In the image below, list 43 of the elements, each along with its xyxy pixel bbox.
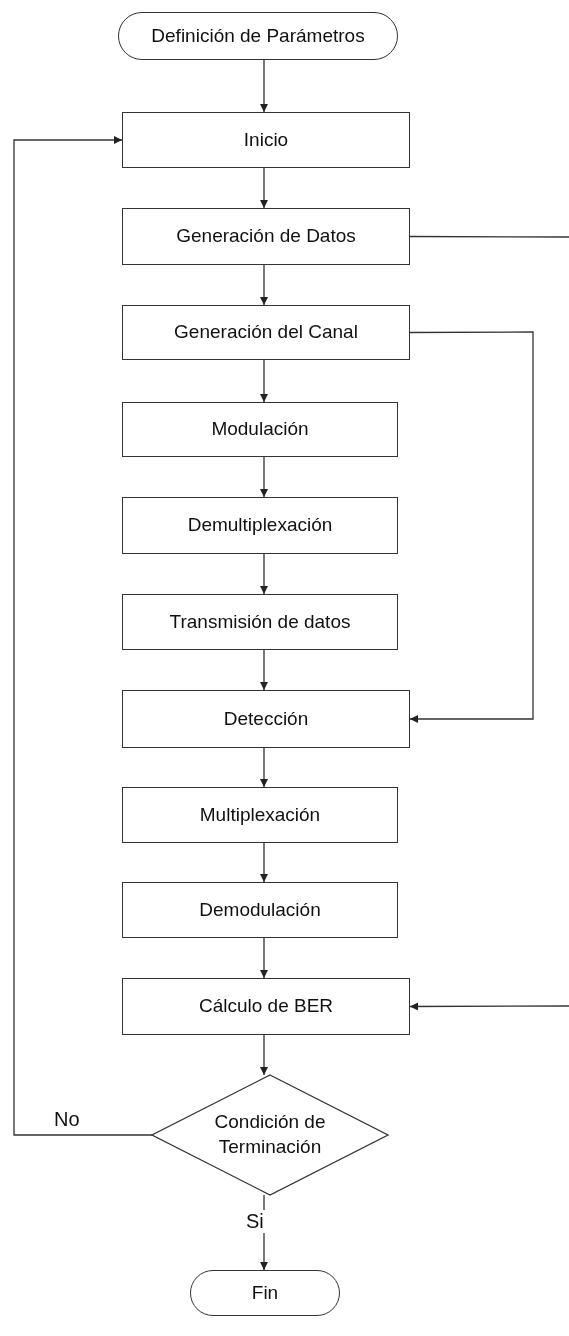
process-box	[122, 497, 398, 554]
arrow	[260, 1194, 268, 1271]
arrow	[13, 136, 153, 1136]
process-box	[122, 787, 398, 843]
node-text: Condición de Terminación	[213, 1110, 327, 1159]
arrow	[260, 59, 268, 113]
arrow	[260, 167, 268, 209]
arrow	[260, 553, 268, 595]
arrow	[260, 937, 268, 979]
process-box	[122, 594, 398, 650]
node-text: Generación del Canal	[173, 320, 359, 345]
arrow	[260, 456, 268, 498]
arrow	[260, 264, 268, 306]
node-text: Cálculo de BER	[197, 994, 335, 1019]
node-text: Inicio	[242, 127, 290, 152]
process-box	[122, 690, 410, 748]
terminator-shape	[118, 12, 398, 60]
decision-diamond	[152, 1075, 388, 1195]
node-text: Fin	[250, 1280, 280, 1305]
arrow	[260, 649, 268, 691]
arrow	[260, 747, 268, 788]
arrow	[409, 1002, 569, 1011]
node-text: Definición de Parámetros	[150, 23, 366, 48]
node-text: Demodulación	[198, 897, 322, 922]
node-text: Modulación	[210, 417, 310, 442]
process-box	[122, 305, 410, 360]
process-box	[122, 402, 398, 457]
node-text: Generación de Datos	[175, 224, 357, 249]
arrow	[260, 359, 268, 403]
arrow	[260, 842, 268, 883]
edge-label: Si	[244, 1210, 266, 1233]
arrow	[260, 1034, 268, 1076]
connector-line	[409, 235, 569, 238]
node-text: Demultiplexación	[186, 513, 334, 538]
arrow	[409, 331, 534, 723]
process-box	[122, 112, 410, 168]
terminator-shape	[190, 1270, 340, 1316]
process-box	[122, 882, 398, 938]
node-text: Detección	[222, 706, 310, 731]
process-box	[122, 208, 410, 265]
process-box	[122, 978, 410, 1035]
node-text: Multiplexación	[198, 802, 322, 827]
node-text: Transmisión de datos	[168, 609, 352, 634]
